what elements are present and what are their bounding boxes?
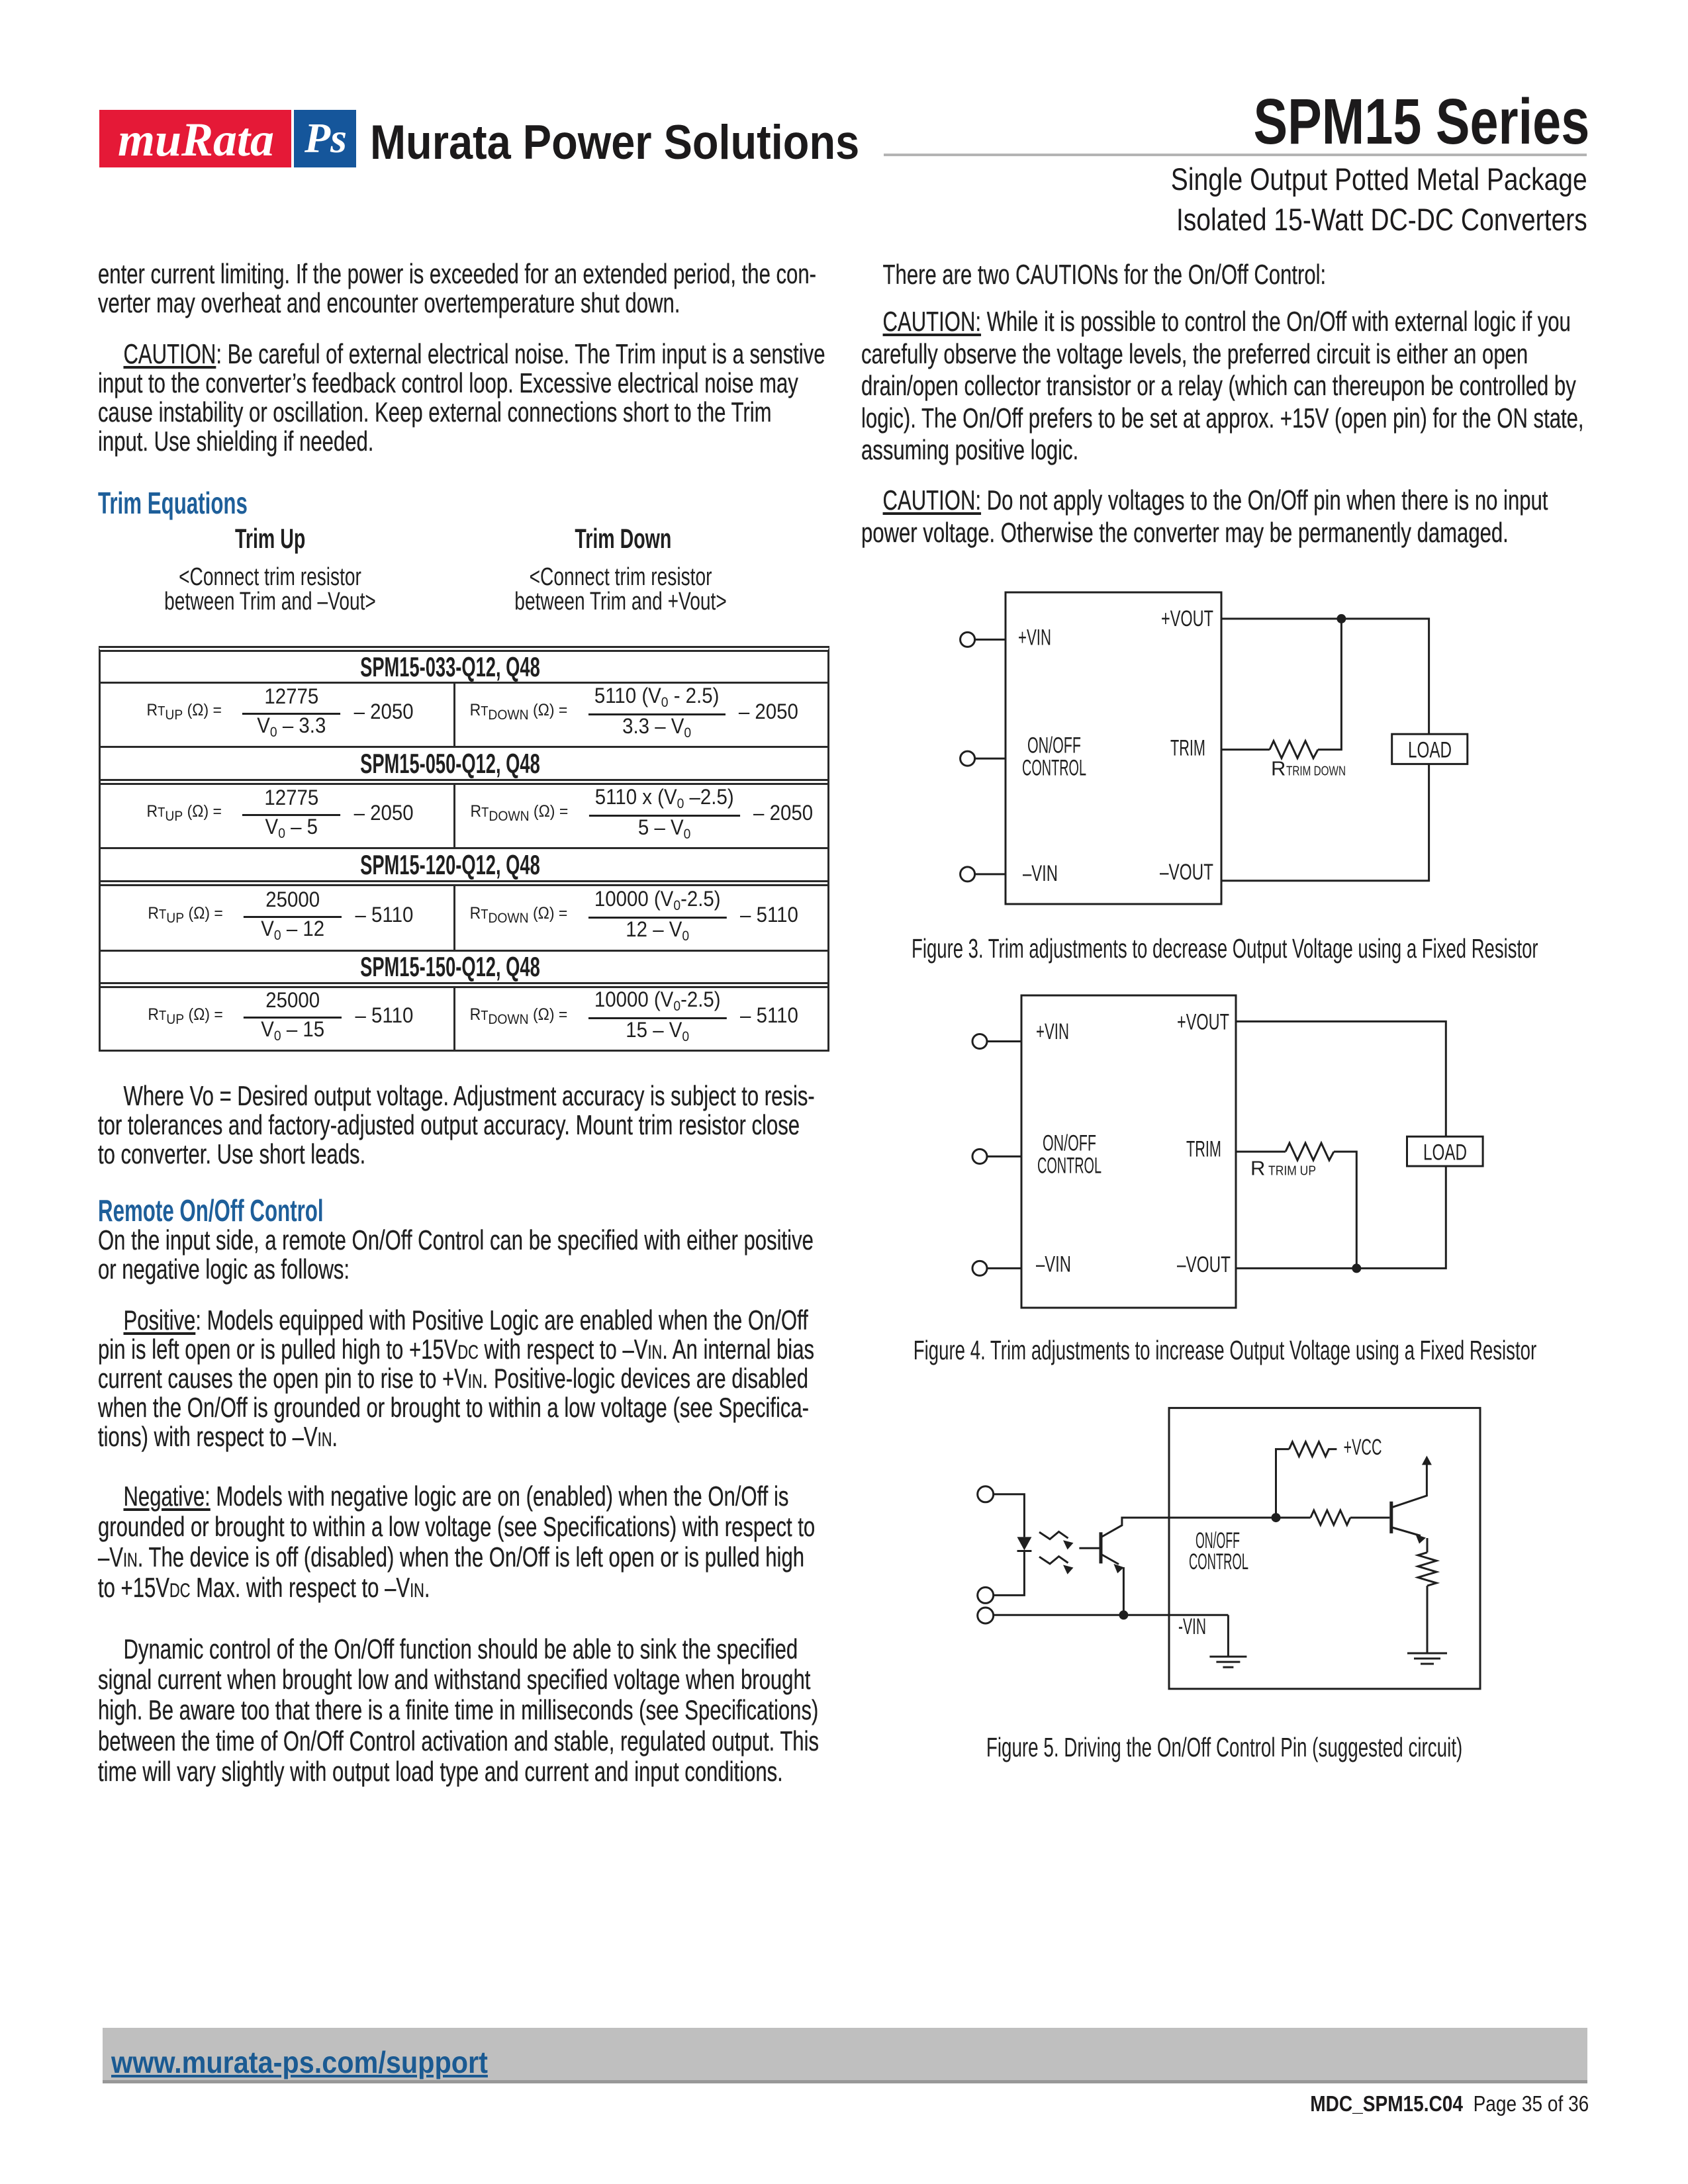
svg-text:TRIM UP: TRIM UP [1268, 1164, 1316, 1179]
svg-text:+VIN: +VIN [1036, 1019, 1069, 1044]
svg-text:+VOUT: +VOUT [1161, 606, 1213, 631]
svg-text:CONTROL: CONTROL [1189, 1549, 1248, 1574]
svg-text:ON/OFF: ON/OFF [1027, 733, 1081, 758]
svg-text:ON/OFF: ON/OFF [1043, 1131, 1096, 1156]
svg-text:–VOUT: –VOUT [1177, 1252, 1231, 1277]
svg-text:–VOUT: –VOUT [1160, 860, 1213, 885]
svg-text:+VCC: +VCC [1344, 1435, 1382, 1460]
svg-text:LOAD: LOAD [1408, 738, 1452, 763]
svg-text:+VIN: +VIN [1018, 625, 1051, 651]
svg-text:–VIN: –VIN [1036, 1251, 1071, 1277]
svg-text:+VOUT: +VOUT [1177, 1010, 1229, 1035]
svg-text:TRIM: TRIM [1186, 1136, 1221, 1161]
svg-text:R: R [1271, 756, 1286, 780]
svg-text:-VIN: -VIN [1178, 1614, 1206, 1639]
svg-text:–VIN: –VIN [1023, 861, 1058, 886]
svg-text:TRIM: TRIM [1170, 735, 1205, 760]
svg-text:LOAD: LOAD [1423, 1140, 1467, 1165]
svg-text:TRIM DOWN: TRIM DOWN [1286, 764, 1346, 778]
svg-text:CONTROL: CONTROL [1022, 755, 1086, 780]
svg-text:R: R [1250, 1157, 1265, 1180]
svg-text:CONTROL: CONTROL [1037, 1154, 1102, 1179]
svg-text:ON/OFF: ON/OFF [1196, 1528, 1240, 1553]
